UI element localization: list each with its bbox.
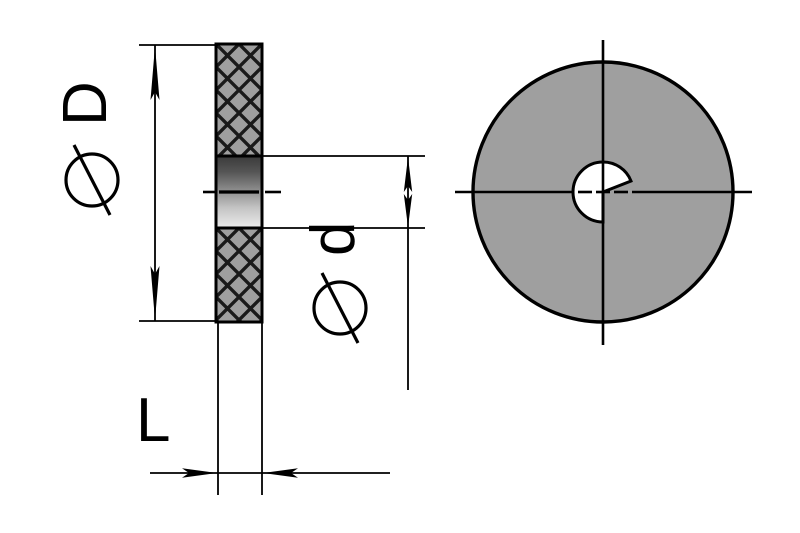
dim-D-arrow-bottom xyxy=(150,266,160,320)
section-hatch-upper-fill xyxy=(216,44,262,156)
dimension-outer-diameter: D xyxy=(51,44,218,322)
dim-D-label-group: D xyxy=(51,81,120,216)
dim-D-arrow-top xyxy=(150,46,160,100)
dim-L-label-text: L xyxy=(136,386,170,455)
front-view-group xyxy=(455,40,752,345)
dimension-length: L xyxy=(136,322,390,495)
section-lower-hatch xyxy=(216,228,262,322)
dim-d-label-text: d xyxy=(299,222,368,256)
section-part-outline xyxy=(214,42,264,324)
section-hatch-lower-fill xyxy=(216,228,262,322)
section-view-group xyxy=(203,42,281,324)
dim-d-arrow-bottom xyxy=(403,194,413,227)
dim-L-arrow-left xyxy=(182,468,217,478)
dim-d-label-group: d xyxy=(299,222,368,344)
dim-d-arrow-top xyxy=(403,157,413,192)
dim-L-arrow-right xyxy=(263,468,298,478)
front-disc-body-fill xyxy=(472,62,733,322)
section-upper-hatch xyxy=(216,44,262,156)
dim-D-label-text: D xyxy=(51,81,120,126)
diameter-symbol-icon xyxy=(312,272,368,344)
diameter-symbol-icon xyxy=(64,144,120,216)
dimension-bore-diameter: d xyxy=(262,155,425,390)
